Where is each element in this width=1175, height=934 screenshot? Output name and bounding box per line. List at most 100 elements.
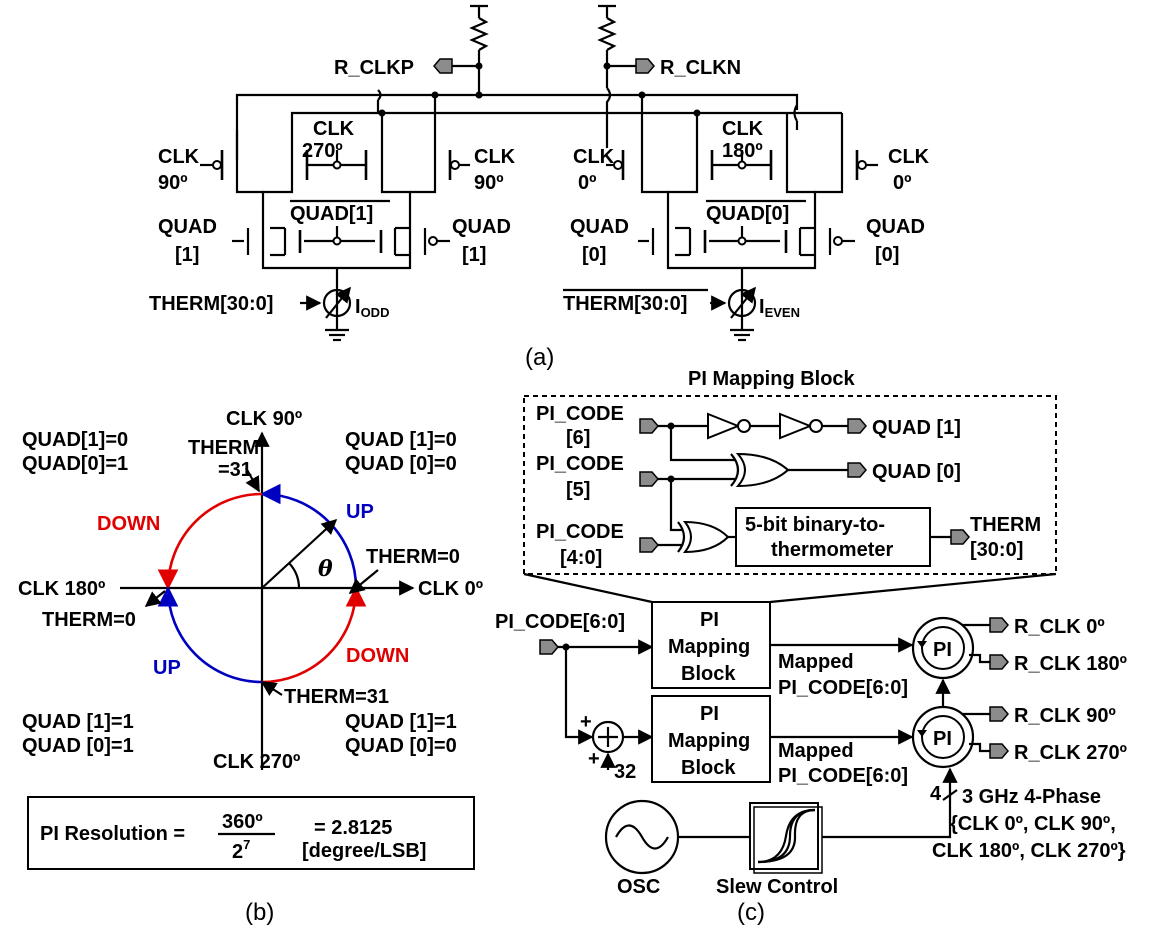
resolution-numerator: 360º — [222, 811, 263, 833]
slew-control-block — [749, 802, 819, 870]
label-quad-right-odd: QUAD — [452, 216, 511, 238]
label-adder-plus-2: + — [588, 748, 600, 770]
mapped-1-l1: Mapped — [778, 651, 854, 673]
label-pi-code-in: PI_CODE[6:0] — [495, 611, 625, 633]
label-clk-270: CLK 270º — [213, 751, 300, 773]
label-phase-1: 3 GHz 4-Phase — [962, 786, 1101, 808]
label-r-clk-0: R_CLK 0º — [1014, 616, 1105, 638]
rail-p — [235, 93, 799, 160]
pi-interpolator-2: PI — [911, 705, 975, 769]
caption-a: (a) — [525, 344, 554, 371]
label-270: 270º — [302, 140, 343, 162]
odd-current-source — [300, 286, 352, 342]
panel-a-circuit: R_CLKP R_CLKN — [149, 4, 930, 371]
label-phase-3: CLK 180º, CLK 270º} — [932, 840, 1126, 862]
label-adder-plus-1: + — [580, 711, 592, 733]
label-quad1-out: QUAD [1] — [872, 417, 961, 439]
label-therm-right: THERM=0 — [366, 546, 460, 568]
label-i-odd: IODD — [355, 296, 389, 320]
label-pi-code5-a: PI_CODE — [536, 453, 624, 475]
pi-2-label: PI — [933, 728, 952, 750]
label-quad-left-even: QUAD — [570, 216, 629, 238]
label-clk-180: CLK — [722, 118, 764, 140]
label-up-q1: UP — [346, 501, 374, 523]
pi-interpolator-1: PI — [911, 616, 975, 680]
label-q-tr-1: QUAD [1]=0 — [345, 429, 457, 451]
label-osc: OSC — [617, 876, 660, 898]
label-quad1-bar: QUAD[1] — [290, 203, 373, 225]
label-quad-right-even: QUAD — [866, 216, 925, 238]
label-q-bl-2: QUAD [0]=1 — [22, 735, 134, 757]
label-q-br-1: QUAD [1]=1 — [345, 711, 457, 733]
label-quad0-bar: QUAD[0] — [706, 203, 789, 225]
label-bit0-left: [0] — [582, 244, 606, 266]
arc-down-q4 — [261, 585, 367, 684]
mapping-block-title: PI Mapping Block — [688, 368, 856, 390]
label-pi-code40-b: [4:0] — [560, 547, 602, 569]
r-clkn-port — [635, 58, 655, 74]
block1-l3: Block — [681, 663, 736, 685]
theta-arc — [288, 562, 301, 589]
label-bit0-right: [0] — [875, 244, 899, 266]
label-bit1-left: [1] — [175, 244, 199, 266]
caption-b: (b) — [245, 899, 274, 926]
label-bus-width: 4 — [930, 783, 942, 805]
even-current-source — [710, 286, 757, 342]
label-clk-180: CLK 180º — [18, 578, 105, 600]
label-pi-code5-b: [5] — [566, 479, 590, 501]
label-clk-90: CLK 90º — [226, 408, 302, 430]
label-32: 32 — [614, 761, 636, 783]
label-quad0-out: QUAD [0] — [872, 461, 961, 483]
pi-mapping-block-2 — [651, 695, 771, 783]
label-q-tr-2: QUAD [0]=0 — [345, 453, 457, 475]
label-theta: θ — [318, 556, 333, 582]
label-q-tl-2: QUAD[0]=1 — [22, 453, 128, 475]
sine-icon — [615, 824, 669, 850]
block1-l1: PI — [700, 609, 719, 631]
label-therm-out-2: [30:0] — [970, 539, 1023, 561]
label-therm-out-1: THERM — [970, 514, 1041, 536]
label-q-br-2: QUAD [0]=0 — [345, 735, 457, 757]
mapped-1-l2: PI_CODE[6:0] — [778, 677, 908, 699]
xor-gate-quad0 — [735, 452, 790, 488]
pi-1-label: PI — [933, 639, 952, 661]
r-clkn-label: R_CLKN — [660, 57, 741, 79]
arc-up-q3 — [157, 585, 263, 684]
label-r-clk-90: R_CLK 90º — [1014, 705, 1116, 727]
label-therm-bottom: THERM=31 — [284, 686, 389, 708]
label-0-right: 0º — [893, 172, 911, 194]
label-therm-top-2: =31 — [218, 459, 252, 481]
label-down-q4: DOWN — [346, 645, 409, 667]
label-pi-code40-a: PI_CODE — [536, 521, 624, 543]
label-180: 180º — [722, 140, 763, 162]
label-90-left: 90º — [158, 172, 188, 194]
label-clk-left-even: CLK — [573, 146, 615, 168]
pi-mapping-block-1 — [651, 601, 771, 689]
label-r-clk-180: R_CLK 180º — [1014, 653, 1127, 675]
odd-clock-pair — [200, 91, 470, 205]
caption-c: (c) — [737, 899, 765, 926]
label-90-right: 90º — [474, 172, 504, 194]
label-pi-code6-b: [6] — [566, 427, 590, 449]
block2-l2: Mapping — [668, 730, 750, 752]
label-up-q3: UP — [153, 657, 181, 679]
label-r-clk-270: R_CLK 270º — [1014, 742, 1127, 764]
mapped-2-l2: PI_CODE[6:0] — [778, 765, 908, 787]
even-clock-pair — [605, 104, 878, 205]
panel-c-pi-system: PI Mapping Block PI_CODE [6] PI_CODE [5]… — [495, 368, 1127, 926]
resolution-denominator: 27 — [232, 837, 250, 863]
label-clk-right-even: CLK — [888, 146, 930, 168]
mapped-2-l1: Mapped — [778, 740, 854, 762]
mapping-block-detail — [523, 395, 1057, 575]
label-0-left: 0º — [578, 172, 596, 194]
label-b2t-2: thermometer — [771, 539, 893, 561]
label-bit1-right: [1] — [462, 244, 486, 266]
label-therm-left: THERM=0 — [42, 609, 136, 631]
panel-b-phase-diagram: CLK 90º CLK 180º CLK 0º CLK 270º QUAD[1]… — [18, 408, 483, 926]
label-quad-left-odd: QUAD — [158, 216, 217, 238]
label-clk-left-odd: CLK — [158, 146, 200, 168]
resolution-value: = 2.8125 — [314, 817, 392, 839]
label-phase-2: {CLK 0º, CLK 90º, — [950, 813, 1116, 835]
